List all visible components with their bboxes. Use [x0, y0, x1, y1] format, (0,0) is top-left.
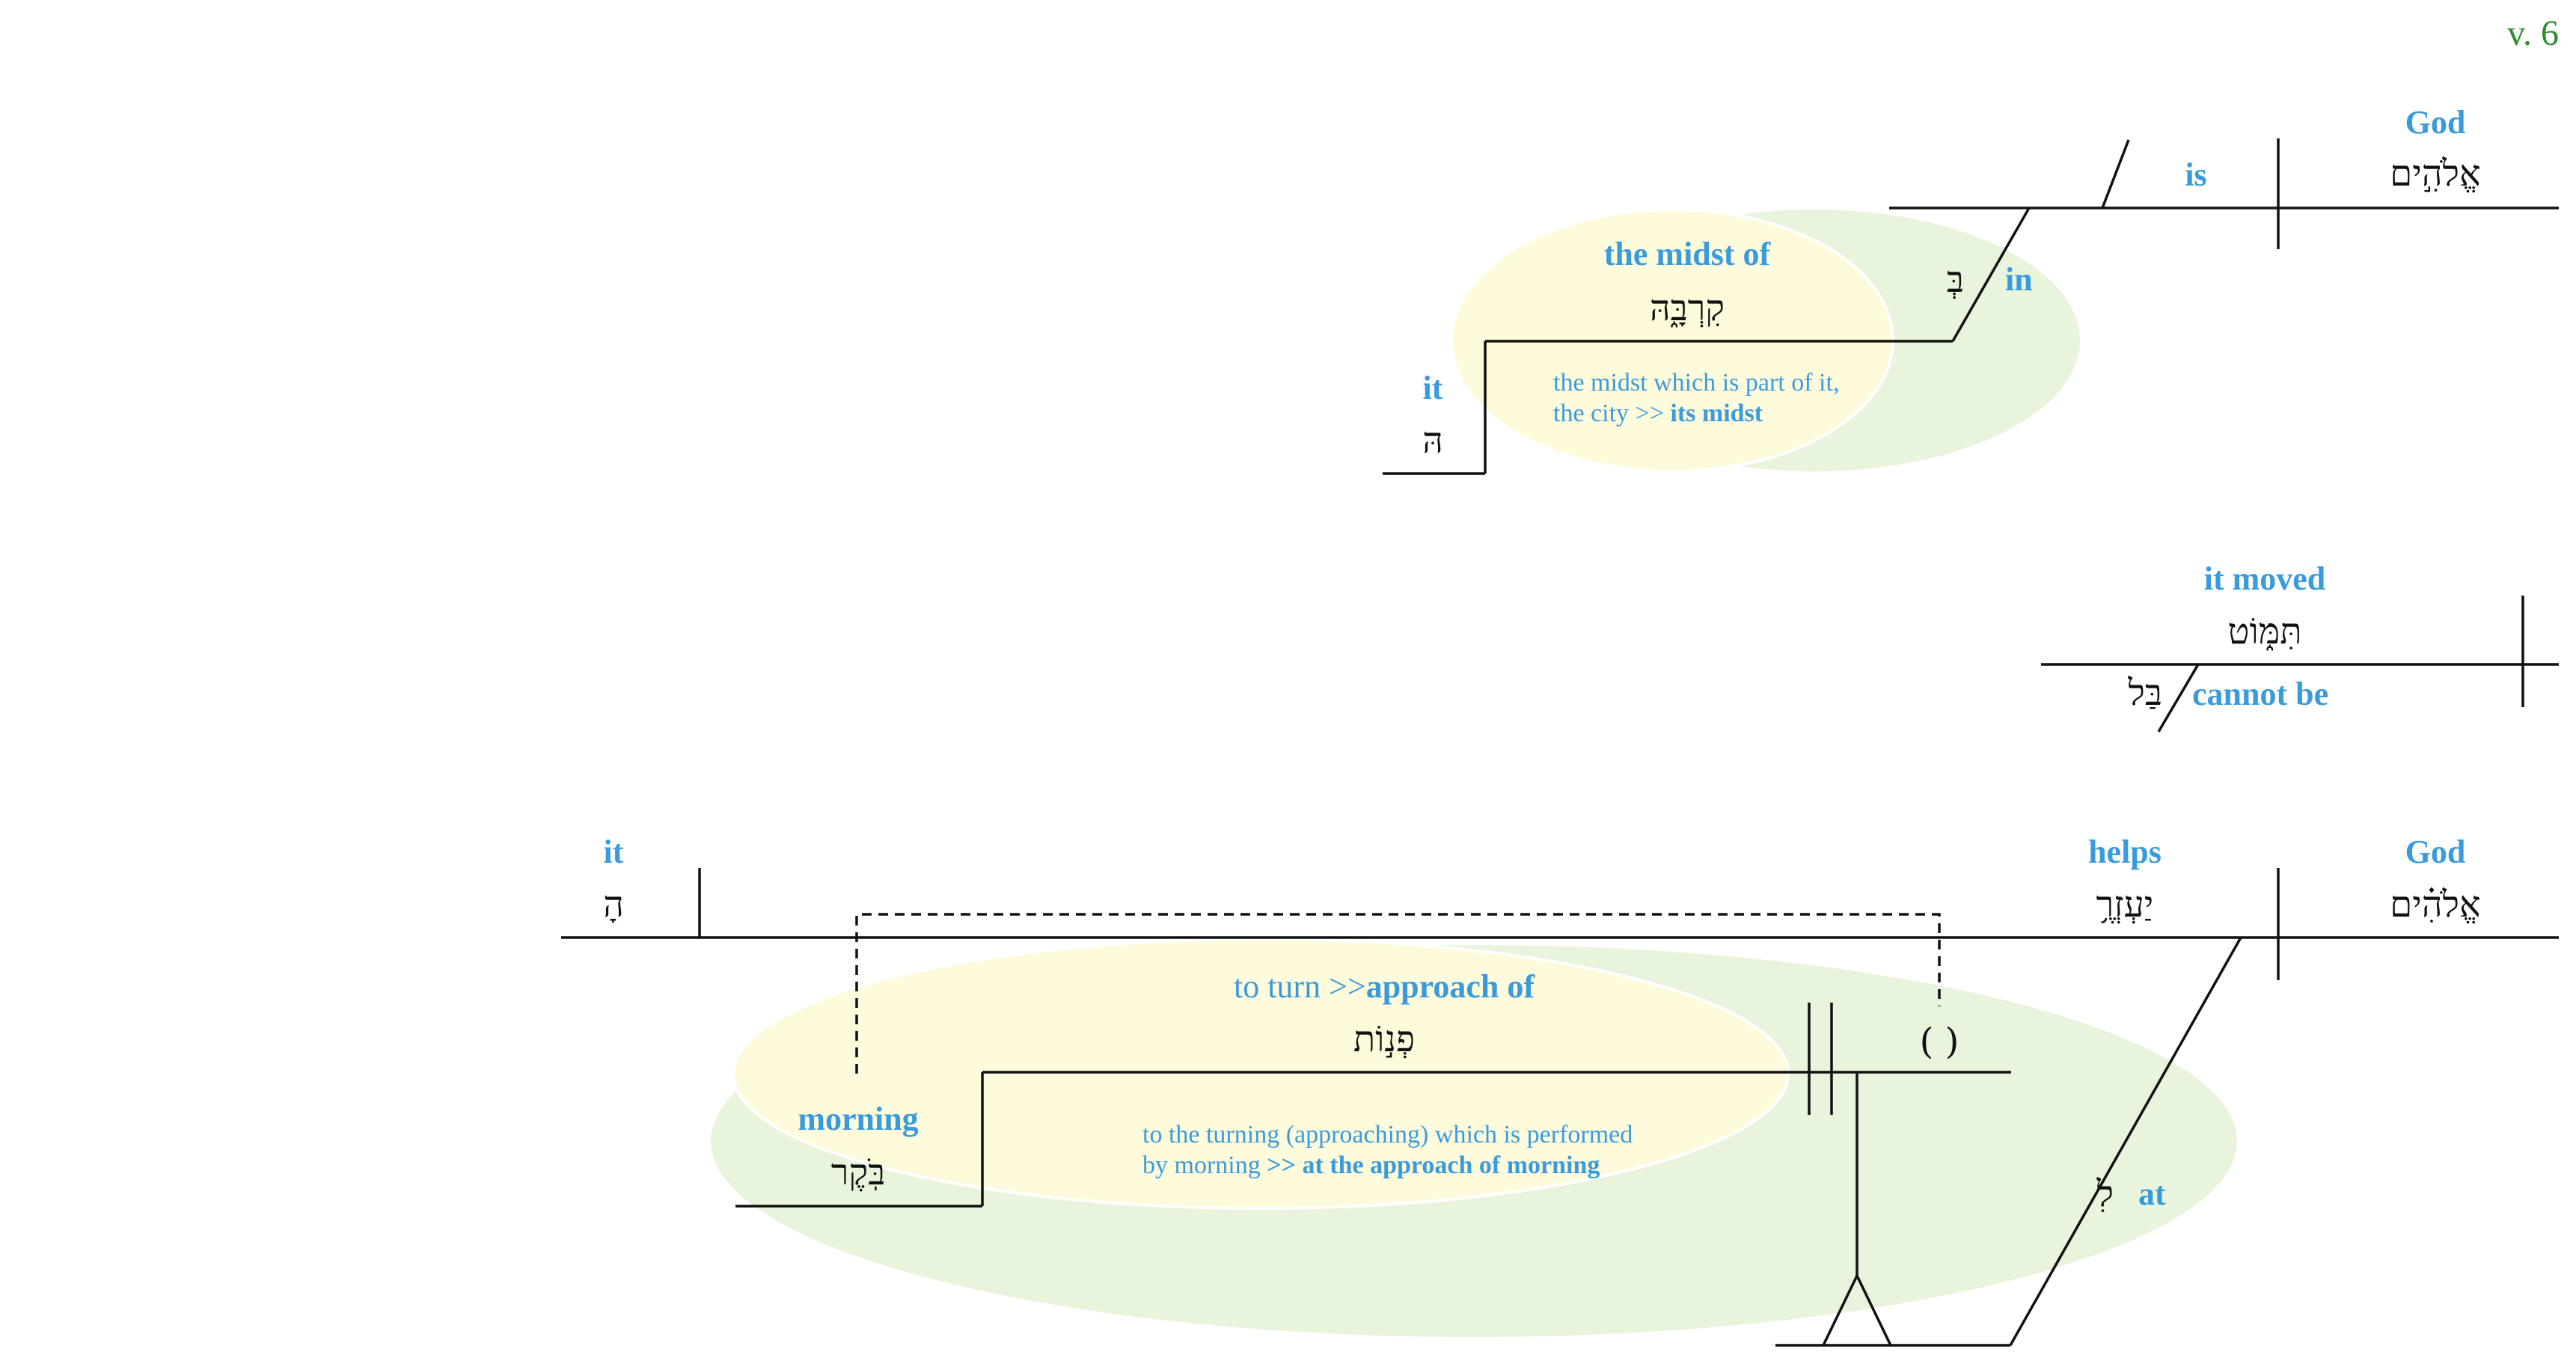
- subject-gloss: God: [2405, 104, 2466, 141]
- preposition-line: [2009, 937, 2242, 1346]
- preposition-line: [1951, 207, 2031, 342]
- verb-gloss: is: [2185, 156, 2206, 193]
- negation-hebrew: בַּל: [2127, 672, 2162, 714]
- preposition-gloss: at: [2138, 1175, 2166, 1212]
- subject-hebrew: אֱלֹהִ֣ים: [2390, 153, 2480, 195]
- note-line-2-bold: >> at the approach of morning: [1267, 1151, 1600, 1179]
- verb-gloss: helps: [2088, 834, 2162, 870]
- infinitive-gloss-plain: to turn >>: [1234, 968, 1366, 1005]
- preposition-hebrew: בְּ: [1947, 259, 1964, 301]
- note-line-1: to the turning (approaching) which is pe…: [1142, 1121, 1633, 1149]
- pedestal-legs: [1822, 1275, 1892, 1346]
- preposition-gloss: in: [2005, 261, 2033, 298]
- possessor-gloss: it: [1423, 370, 1443, 406]
- subject-hebrew: אֱלֹהִ֗ים: [2390, 884, 2480, 926]
- verb-hebrew: תִּמּ֑וֹט: [2228, 611, 2302, 652]
- clause-2: it moved תִּמּ֑וֹט בַּל cannot be: [2041, 560, 2559, 732]
- agent-hebrew: בֹּֽקֶר: [831, 1151, 885, 1193]
- note-line-2: the city >> its midst: [1553, 400, 1763, 427]
- clause-1: God אֱלֹהִ֣ים is בְּ in the midst of קִר…: [1383, 104, 2559, 475]
- subject-gloss: God: [2405, 834, 2466, 870]
- infinitive-hebrew: פְנ֣וֹת: [1353, 1018, 1415, 1060]
- note-line-2-bold: its midst: [1670, 400, 1763, 427]
- clause-3: God אֱלֹהִ֗ים helps יַעְזְרֶ֥ it הָ לִ a…: [561, 834, 2559, 1347]
- negation-modifier-line: [2157, 664, 2200, 732]
- agent-gloss: morning: [798, 1101, 918, 1137]
- object-gloss: it: [604, 834, 624, 870]
- note-line-2-plain: by morning: [1142, 1151, 1267, 1179]
- infinitive-gloss-bold: approach of: [1366, 968, 1536, 1005]
- phrase-ellipse-yellow: [732, 938, 1790, 1210]
- note-line-1: the midst which is part of it,: [1553, 369, 1839, 397]
- verb-gloss: it moved: [2204, 560, 2326, 597]
- dashed-connector: [855, 913, 1941, 1074]
- object-hebrew: קִרְבָּ֑הּ: [1650, 287, 1725, 329]
- preposition-hebrew: לִ: [2096, 1173, 2114, 1215]
- predicate-divider: [2101, 139, 2130, 209]
- infinitive-gloss: to turn >>approach of: [1234, 968, 1535, 1005]
- note-line-2: by morning >> at the approach of morning: [1142, 1151, 1600, 1179]
- implied-subject: ( ): [1920, 1021, 1959, 1062]
- verse-number: v. 6: [2507, 13, 2559, 53]
- note-line-2-plain: the city >>: [1553, 400, 1670, 427]
- possessor-hebrew: הּ: [1422, 420, 1443, 462]
- negation-gloss: cannot be: [2192, 676, 2328, 712]
- object-gloss: the midst of: [1604, 236, 1772, 272]
- verb-hebrew: יַעְזְרֶ֥: [2096, 884, 2154, 926]
- object-hebrew: הָ: [603, 884, 624, 926]
